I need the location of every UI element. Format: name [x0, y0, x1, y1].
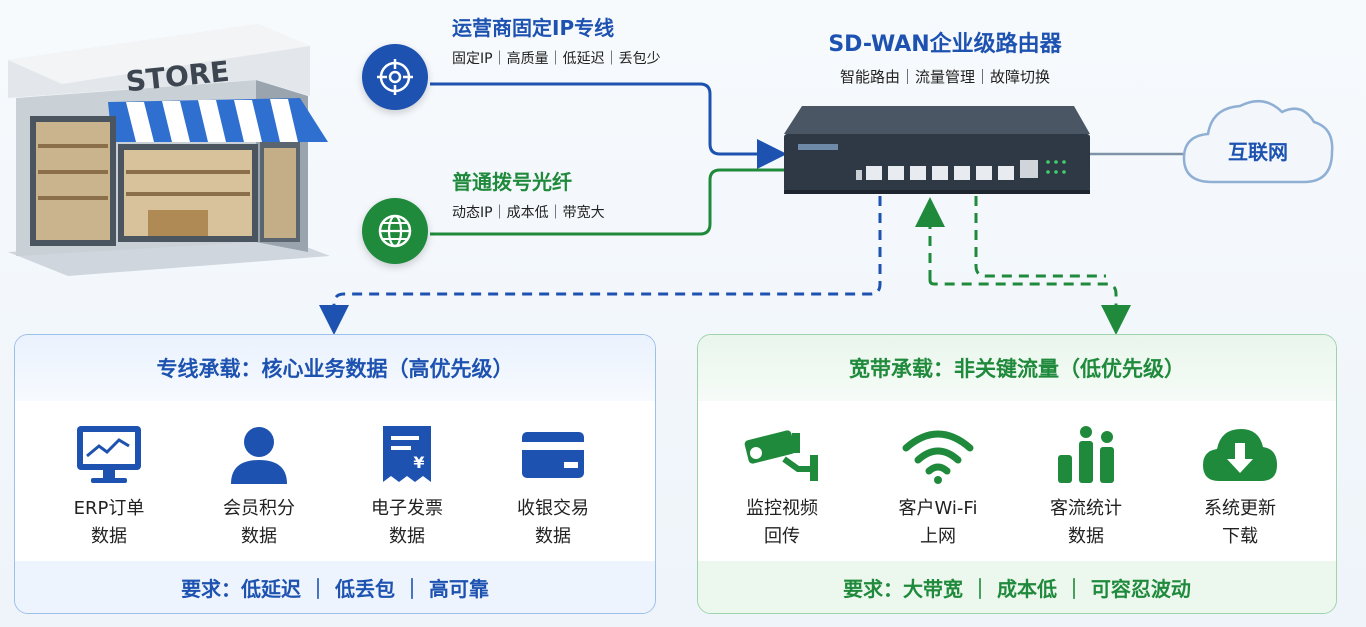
dedicated-line [430, 82, 787, 169]
item-label: 会员积分 [223, 498, 295, 519]
item-label: 数据 [91, 526, 127, 547]
core-dashed-line [319, 196, 882, 335]
router-subtitle: 智能路由｜流量管理｜故障切换 [839, 68, 1050, 86]
cloud-download-icon [1203, 429, 1277, 481]
core-item-member: 会员积分 数据 [189, 421, 329, 551]
dedicated-link-subtitle: 固定IP｜高质量｜低延迟｜丢包少 [452, 51, 661, 67]
cctv-camera-icon [744, 430, 818, 481]
item-label: 回传 [764, 526, 800, 547]
invoice-icon: ¥ [383, 426, 431, 482]
item-label: 数据 [535, 526, 571, 547]
wifi-icon [902, 430, 974, 484]
item-label: 电子发票 [371, 498, 443, 519]
store-awning [108, 98, 328, 142]
core-panel-title: 专线承载：核心业务数据（高优先级） [15, 335, 655, 401]
item-label: 系统更新 [1204, 498, 1276, 519]
core-item-invoice: ¥ 电子发票 数据 [337, 421, 477, 551]
noncore-item-wifi: 客户Wi-Fi 上网 [868, 421, 1008, 551]
item-label: 上网 [920, 526, 956, 547]
router-title: SD-WAN企业级路由器 [828, 32, 1062, 57]
core-panel-requirement: 要求：低延迟 ｜ 低丢包 ｜ 高可靠 [15, 561, 655, 613]
sdwan-router-illustration [784, 106, 1090, 194]
item-label: 客户Wi-Fi [898, 498, 978, 519]
broadband-line [430, 168, 786, 236]
core-traffic-panel: 专线承载：核心业务数据（高优先级） ERP订单 数据 [14, 334, 656, 614]
broadband-link-subtitle: 动态IP｜成本低｜带宽大 [452, 205, 605, 221]
noncore-panel-items: 监控视频 回传 客户Wi-Fi 上网 [698, 401, 1336, 563]
globe-icon [378, 214, 412, 248]
core-item-erp: ERP订单 数据 [39, 421, 179, 551]
item-label: 数据 [241, 526, 277, 547]
dedicated-link-icon [362, 44, 428, 110]
noncore-dashed-line-3 [974, 196, 1106, 278]
noncore-panel-requirement: 要求：大带宽 ｜ 成本低 ｜ 可容忍波动 [698, 561, 1336, 613]
noncore-item-stats: 客流统计 数据 [1016, 421, 1156, 551]
bar-stats-icon [1058, 426, 1114, 483]
noncore-traffic-panel: 宽带承载：非关键流量（低优先级） 监控视频 回传 [697, 334, 1337, 614]
noncore-panel-title: 宽带承载：非关键流量（低优先级） [698, 335, 1336, 401]
noncore-item-update: 系统更新 下载 [1170, 421, 1310, 551]
core-panel-items: ERP订单 数据 会员积分 数据 ¥ 电子发票 [15, 401, 655, 563]
internet-cloud-icon [1182, 99, 1334, 184]
item-label: 客流统计 [1050, 498, 1122, 519]
item-label: 数据 [1068, 526, 1104, 547]
user-icon [231, 427, 287, 484]
item-label: 数据 [389, 526, 425, 547]
item-label: 监控视频 [746, 498, 818, 519]
internet-label: 互联网 [1228, 140, 1288, 164]
credit-card-icon [522, 432, 584, 478]
network-target-icon [377, 59, 413, 95]
item-label: ERP订单 [73, 498, 145, 519]
monitor-chart-icon [77, 426, 141, 483]
svg-text:¥: ¥ [413, 453, 424, 472]
noncore-dashed-line-2 [928, 279, 1131, 335]
noncore-item-cctv: 监控视频 回传 [712, 421, 852, 551]
broadband-link-icon [362, 198, 428, 264]
item-label: 收银交易 [517, 498, 589, 519]
broadband-link-title: 普通拨号光纤 [452, 170, 572, 194]
store-illustration: STORE [8, 24, 330, 276]
item-label: 下载 [1222, 526, 1258, 547]
dedicated-link-title: 运营商固定IP专线 [452, 16, 615, 40]
core-item-payment: 收银交易 数据 [483, 421, 623, 551]
